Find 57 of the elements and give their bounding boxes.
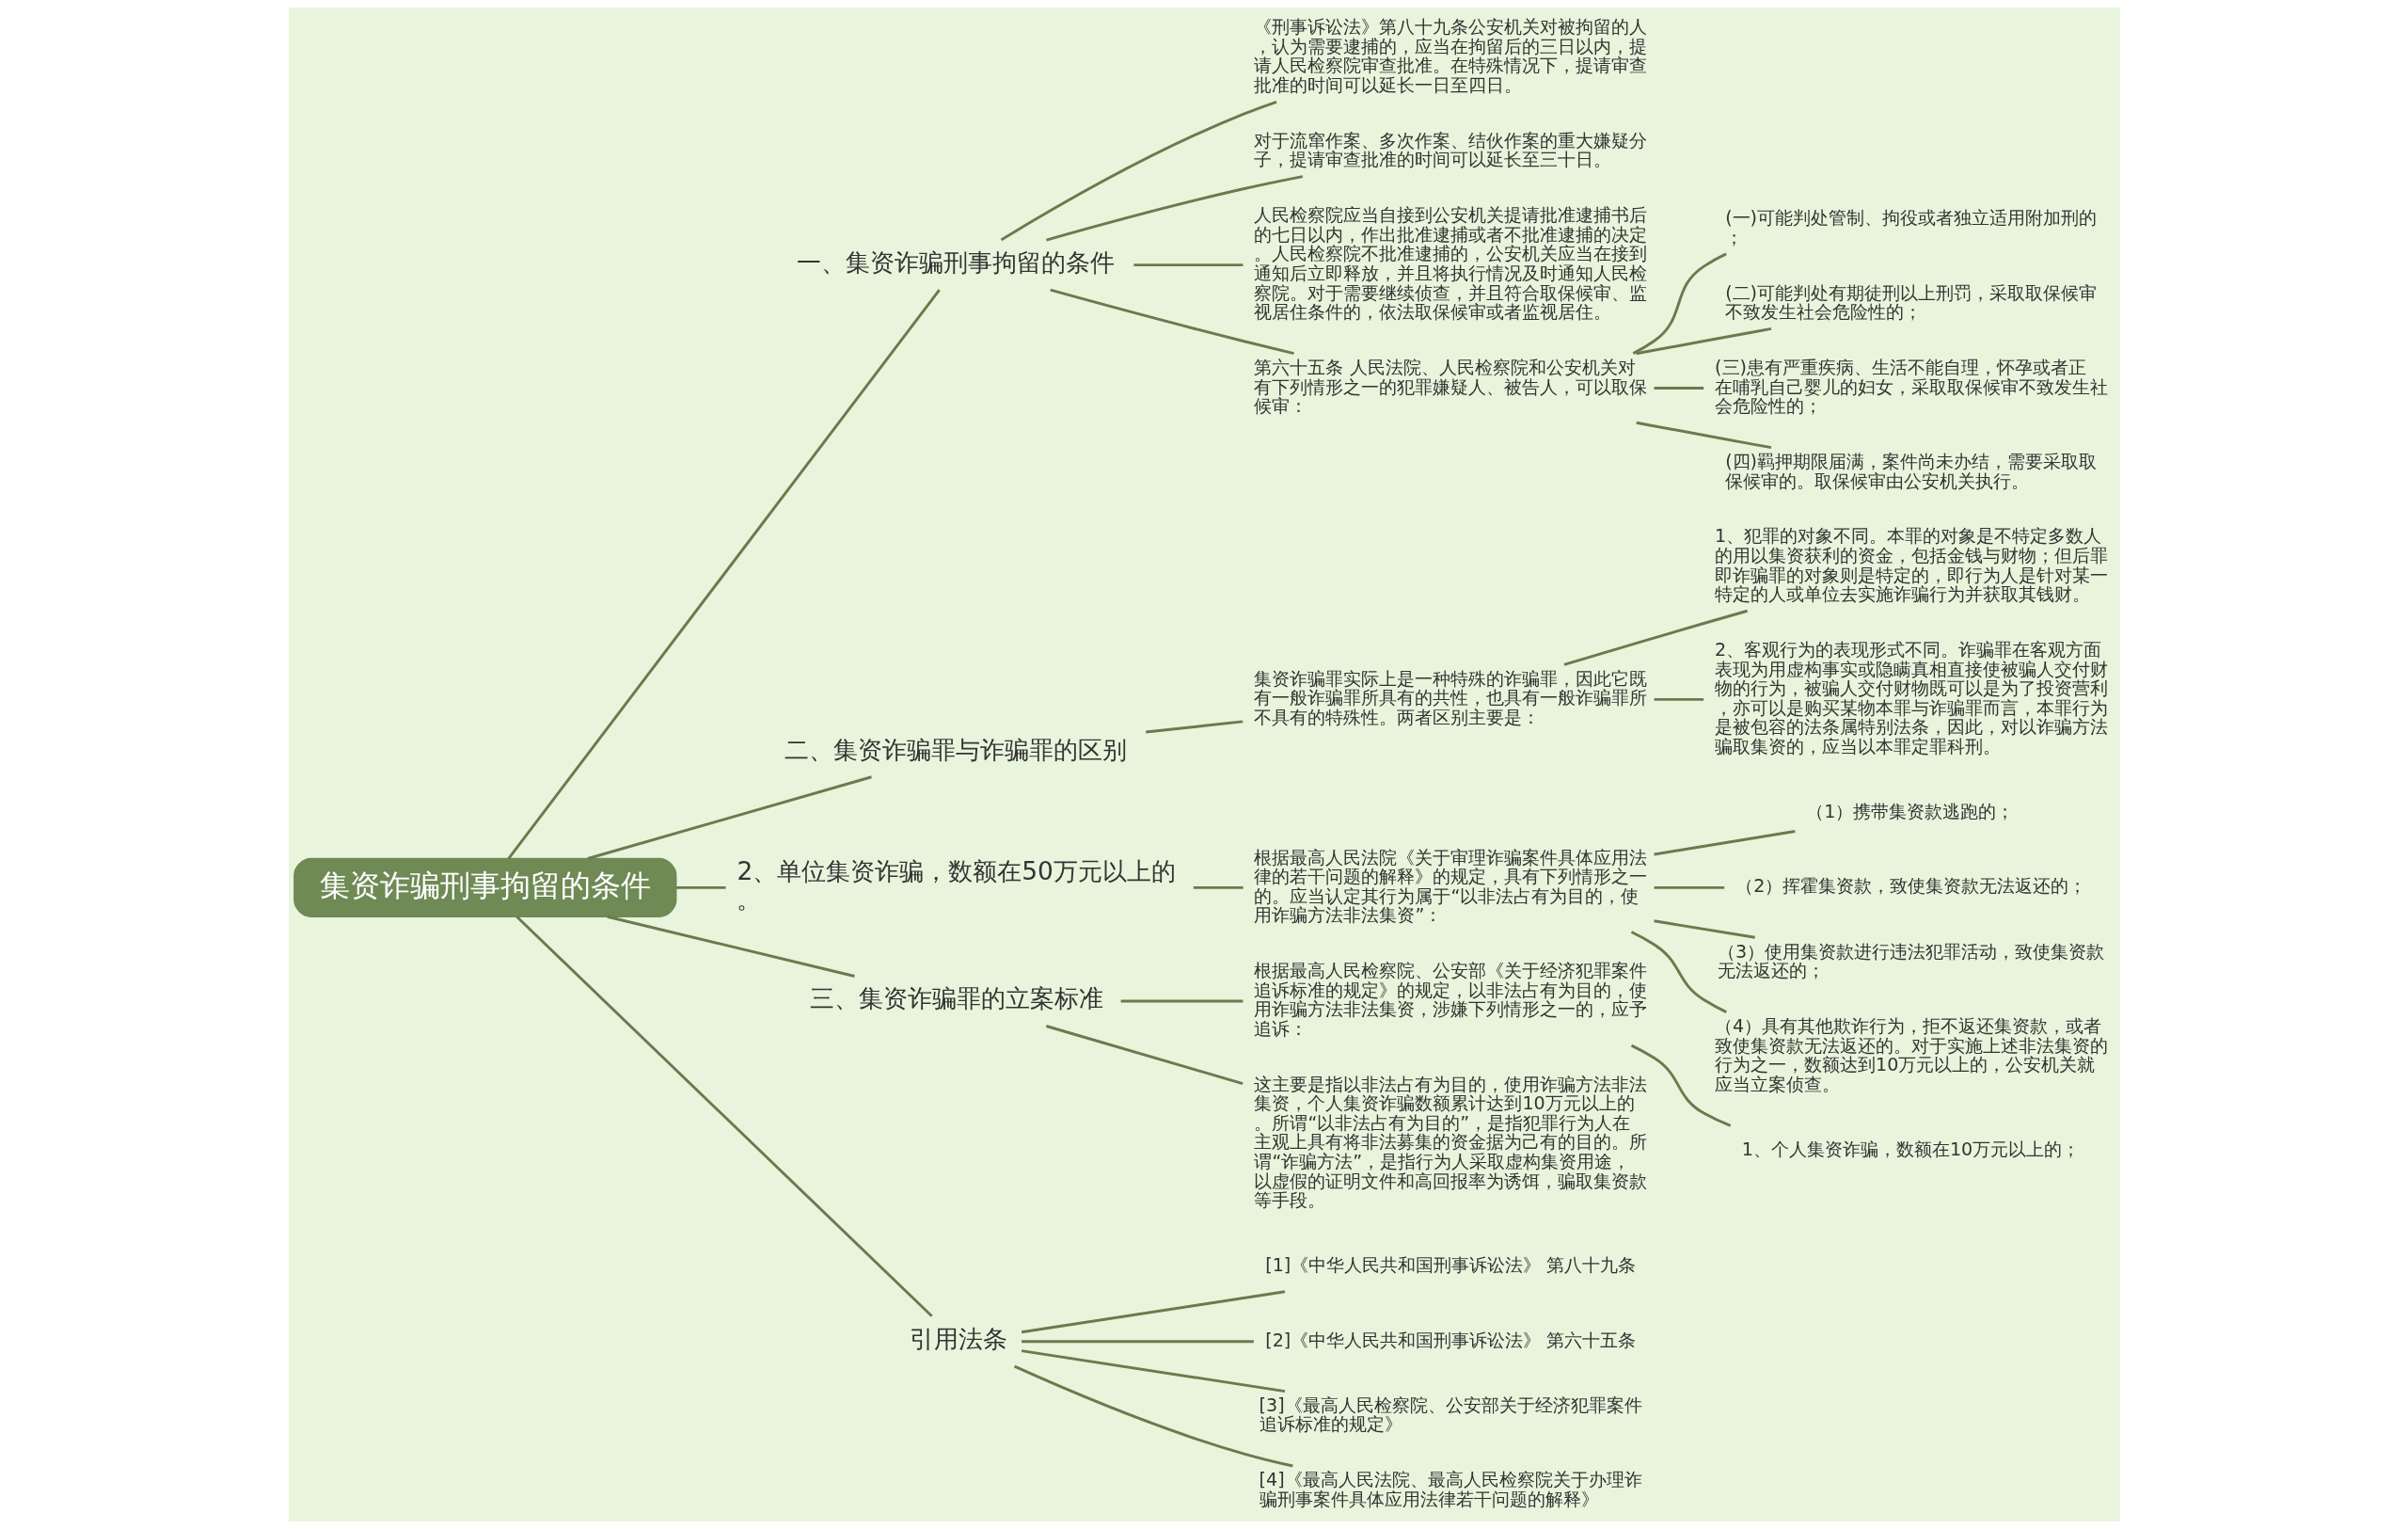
node-text: 二、集资诈骗罪与诈骗罪的区别 xyxy=(784,734,1127,764)
node-text: (三)患有严重疾病、生活不能自理，怀孕或者正在哺乳自己婴儿的妇女，采取取保候审不致发生社会危险性的； xyxy=(1714,356,2108,418)
node-text: 2、客观行为的表现形式不同。诈骗罪在客观方面表现为用虚构事实或隐瞒真相直接使被骗人交付财物的行为，被骗人交付财物既可以是为了投资营利，亦可以是购买某物本罪与诈骗罪而言，本罪行为是被包容的法条属特别法条，因此，对以诈骗方法骗取集资的，应当以本罪定罪科刑。 xyxy=(1714,638,2108,757)
node-text: 1、犯罪的对象不同。本罪的对象是不特定多数人的用以集资获利的资金，包括金钱与财物；但后罪即诈骗罪的对象则是特定的，即行为人是针对某一特定的人或单位去实施诈骗行为并获取其钱财。 xyxy=(1714,525,2108,606)
connector xyxy=(1654,885,1724,889)
node-text: 集资诈骗罪实际上是一种特殊的诈骗罪，因此它既有一般诈骗罪所具有的共性，也具有一般诈骗罪所不具有的特殊性。两者区别主要是： xyxy=(1253,667,1647,728)
connector xyxy=(1654,387,1703,390)
connector xyxy=(1653,830,1796,856)
node-text: 引用法条 xyxy=(909,1324,1007,1354)
connector xyxy=(1630,931,1727,1013)
connector xyxy=(1021,1340,1254,1344)
node-text: [2]《中华人民共和国刑事诉讼法》 第六十五条 xyxy=(1264,1329,1636,1351)
node-text: 根据最高人民法院《关于审理诈骗案件具体应用法律的若干问题的解释》的规定，具有下列情形之一的。应当认定其行为属于“以非法占有为目的，使用诈骗方法非法集资”： xyxy=(1253,846,1647,927)
node-text: （3）使用集资款进行违法犯罪活动，致使集资款无法返还的； xyxy=(1717,940,2104,982)
node-text: (一)可能判处管制、拘役或者独立适用附加刑的； xyxy=(1724,207,2097,248)
connector xyxy=(1045,175,1303,242)
connector xyxy=(1145,720,1243,734)
connector xyxy=(1563,609,1748,666)
connector xyxy=(1013,1364,1293,1468)
node-text: （1）携带集资款逃跑的； xyxy=(1805,800,2014,822)
connector xyxy=(507,289,941,860)
node-text: (二)可能判处有期徒刑以上刑罚，采取取保候审不致发生社会危险性的； xyxy=(1724,281,2097,324)
connector xyxy=(1021,1349,1285,1394)
connector xyxy=(1000,100,1277,242)
node-text: [1]《中华人民共和国刑事诉讼法》 第八十九条 xyxy=(1264,1254,1636,1277)
node-text: 《刑事诉讼法》第八十九条公安机关对被拘留的人，认为需要逮捕的，应当在拘留后的三日以内，提请人民检察院审查批准。在特殊情况下，提请审查批准的时间可以延长一日至四日。 xyxy=(1253,16,1647,96)
node-text: 2、单位集资诈骗，数额在50万元以上的。 xyxy=(736,856,1176,914)
connector xyxy=(1045,1025,1244,1086)
connector xyxy=(1635,421,1771,450)
connector xyxy=(1654,697,1703,701)
connector xyxy=(606,915,855,978)
node-text: 人民检察院应当自接到公安机关提请批准逮捕书后的七日以内，作出批准逮捕或者不批准逮捕的决定。人民检察院不批准逮捕的，公安机关应当在接到通知后立即释放，并且将执行情况及时通知人民检察院。对于需要继续侦查，并且符合取保候审、监视居住条件的，依法取保候审或者监视居住。 xyxy=(1253,204,1647,324)
node-text: [4]《最高人民法院、最高人民检察院关于办理诈骗刑事案件具体应用法律若干问题的解释》 xyxy=(1259,1469,1642,1510)
connector xyxy=(1120,999,1243,1003)
node-text: [3]《最高人民检察院、公安部关于经济犯罪案件追诉标准的规定》 xyxy=(1259,1394,1642,1436)
connector xyxy=(1021,1290,1285,1334)
node-text: （4）具有其他欺诈行为，拒不返还集资款，或者致使集资款无法返还的。对于实施上述非法集资的行为之一，数额达到10万元以上的，公安机关就应当立案侦查。 xyxy=(1714,1014,2108,1095)
node-text: 对于流窜作案、多次作案、结伙作案的重大嫌疑分子，提请审查批准的时间可以延长至三十日。 xyxy=(1253,129,1647,171)
node-text: 第六十五条 人民法院、人民检察院和公安机关对有下列情形之一的犯罪嫌疑人、被告人，可以取保候审： xyxy=(1253,356,1647,418)
connector xyxy=(586,775,872,860)
node-text: 1、个人集资诈骗，数额在10万元以上的； xyxy=(1741,1138,2080,1160)
connector xyxy=(1635,327,1771,356)
node-text: 根据最高人民检察院、公安部《关于经济犯罪案件追诉标准的规定》的规定，以非法占有为目的，使用诈骗方法非法集资，涉嫌下列情形之一的，应予追诉： xyxy=(1253,960,1647,1040)
node-box: 集资诈骗刑事拘留的条件 xyxy=(293,857,676,917)
connector xyxy=(1632,252,1727,355)
connector xyxy=(1049,288,1294,356)
connector xyxy=(1653,919,1755,939)
node-text: (四)羁押期限届满，案件尚未办结，需要采取取保候审的。取保候审由公安机关执行。 xyxy=(1724,450,2097,492)
node-text: 这主要是指以非法占有为目的，使用诈骗方法非法集资，个人集资诈骗数额累计达到10万元以上的。所谓“以非法占有为目的”，是指犯罪行为人在主观上具有将非法募集的资金据为己有的目的。所谓“诈骗方法”，是指行为人采取虚构集资用途，以虚假的证明文件和高回报率为诱饵，骗取集资款等手段。 xyxy=(1253,1073,1647,1212)
node-text: 一、集资诈骗刑事拘留的条件 xyxy=(796,247,1115,278)
connector xyxy=(1133,263,1243,267)
connector xyxy=(675,885,726,889)
connector xyxy=(1630,1043,1731,1127)
node-text: 三、集资诈骗罪的立案标准 xyxy=(809,983,1103,1013)
connector xyxy=(515,916,933,1317)
connector xyxy=(1193,885,1244,889)
node-text: （2）挥霍集资款，致使集资款无法返还的； xyxy=(1735,875,2086,898)
